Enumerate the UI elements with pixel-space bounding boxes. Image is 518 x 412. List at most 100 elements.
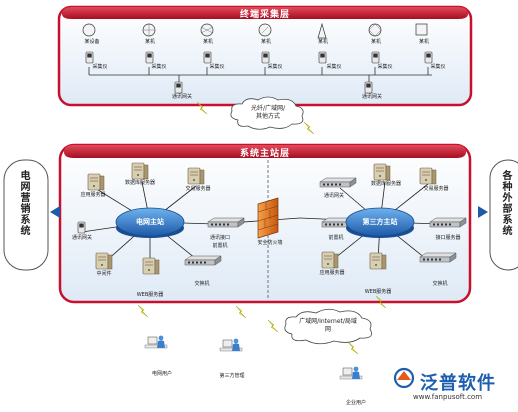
backup-server-icon-right (419, 167, 437, 185)
sensor-label-5: 某机 (317, 39, 329, 45)
collector-icon-6 (371, 51, 380, 64)
gateway-icon-right (319, 177, 357, 188)
top-gateway-label-left: 通讯网关 (171, 94, 193, 100)
grid-hub-disk (115, 207, 185, 237)
collector-icon-1 (85, 51, 94, 64)
link-bolt-icon-left-user (137, 304, 149, 318)
grid-marketing-system-label: 电网营销系统 (18, 170, 29, 236)
firewall-icon (257, 197, 279, 239)
app-server-label-right: 应用服务器 (319, 270, 345, 276)
wan-cloud-bottom-label: 广域网/Internet/局域 网 (299, 318, 357, 334)
sensor-icon-1 (82, 23, 96, 37)
top-gateway-icon-right (364, 81, 373, 94)
switch-label-right: 交换机 (432, 281, 448, 287)
collector-label-7: 采集仪 (430, 64, 446, 70)
collector-icon-2 (145, 51, 154, 64)
wan-cloud-bottom-line2: 网 (324, 325, 331, 333)
grid-marketing-system-box (3, 159, 49, 271)
grid-user-icon (144, 335, 168, 349)
web-server-label-right: WEB服务器 (364, 289, 392, 295)
sensor-label-2: 某机 (144, 39, 156, 45)
collector-label-3: 采集仪 (209, 64, 225, 70)
link-bolt-icon-third-party (235, 305, 247, 319)
web-server-icon-left (142, 257, 160, 275)
link-bolt-icon-cloud (267, 319, 279, 333)
db-server-label-right: 数据库服务器 (370, 181, 402, 187)
sensor-label-4: 某机 (260, 39, 272, 45)
grid-user-label: 电网用户 (151, 371, 173, 377)
top-gateway-label-right: 通讯网关 (361, 94, 383, 100)
interface-server-icon-right (429, 217, 467, 228)
sensor-label-3: 某机 (202, 39, 214, 45)
wan-cloud-top-line2: 其他方式 (255, 112, 281, 120)
collector-label-1: 采集仪 (92, 64, 108, 70)
terminal-layer-title-bar (62, 7, 468, 19)
wan-cloud-top (230, 96, 304, 130)
db-server-label-left: 数据库服务器 (124, 180, 156, 186)
sensor-icon-5 (317, 22, 327, 39)
grid-hub-label: 电网主站 (136, 218, 164, 226)
top-gateway-icon-left (174, 81, 183, 94)
third-party-label: 第三方管理 (219, 373, 245, 379)
sensor-label-1: 某设备 (84, 39, 100, 45)
backup-server-icon-left (187, 167, 205, 185)
db-server-icon-left (131, 162, 149, 180)
third-party-hub-disk (345, 207, 415, 237)
left-arrow-icon (50, 206, 60, 218)
interface-label-left: 通讯接口 (209, 235, 231, 241)
interface-device-label-right: 前置机 (328, 235, 344, 241)
switch-icon-right (419, 252, 457, 263)
collector-bus (88, 67, 432, 83)
link-bolt-icon-enterprise (347, 341, 359, 355)
interface-device-icon-left (207, 217, 245, 228)
interface-sub-label-left: 前置机 (212, 243, 228, 249)
collector-label-6: 采集仪 (377, 64, 393, 70)
third-party-user-icon (219, 338, 243, 352)
sensor-icon-7 (415, 23, 428, 36)
gateway-label-left: 通讯网关 (71, 235, 93, 241)
switch-label-left: 交换机 (194, 281, 210, 287)
enterprise-user-icon (339, 366, 363, 380)
collector-icon-4 (261, 51, 270, 64)
terminal-layer-title: 终端采集层 (239, 10, 291, 20)
enterprise-user-label: 企业用户 (345, 400, 367, 406)
switch-icon-left (184, 255, 222, 266)
sensor-label-7: 某机 (418, 39, 430, 45)
external-systems-label: 各种外部系统 (500, 170, 511, 236)
collector-icon-3 (203, 51, 212, 64)
gateway-label-right: 通讯网关 (323, 193, 345, 199)
brand-logo-icon (393, 367, 415, 389)
wan-cloud-bottom-line1: 广域网/Internet/局域 (299, 318, 357, 325)
collector-label-2: 采集仪 (151, 64, 167, 70)
collector-icon-5 (318, 51, 327, 64)
collector-icon-7 (424, 51, 433, 64)
web-server-label-left: WEB服务器 (136, 292, 164, 298)
firewall-label: 安全防火墙 (257, 240, 283, 246)
middleware-label: 中间件 (96, 271, 112, 277)
external-systems-box (489, 159, 518, 271)
wan-cloud-bottom (284, 308, 373, 345)
app-server-label-left: 应用服务器 (80, 192, 106, 198)
backup-server-label-right: 交易服务器 (423, 186, 449, 192)
web-server-icon-right (369, 252, 387, 270)
wan-cloud-top-label: 光纤/广域网/ 其他方式 (251, 105, 285, 121)
brand-url: www.fanpusoft.com (413, 393, 483, 401)
collector-label-5: 采集仪 (326, 64, 342, 70)
backup-server-label-left: 交易服务器 (185, 186, 211, 192)
third-party-hub-label: 第三方主站 (362, 218, 398, 226)
app-server-icon-left (87, 173, 105, 191)
gateway-icon-left (77, 221, 86, 234)
link-bolt-icon-top-right (303, 121, 315, 135)
db-server-icon-right (373, 163, 391, 181)
brand-name: 泛普软件 (420, 373, 496, 394)
main-station-title: 系统主站层 (239, 149, 291, 159)
middleware-icon (95, 252, 113, 270)
right-arrow-icon (478, 206, 488, 218)
main-station-title-bar (64, 145, 466, 158)
app-server-icon-right (321, 251, 339, 269)
sensor-label-6: 某机 (370, 39, 382, 45)
collector-label-4: 采集仪 (267, 64, 283, 70)
sensor-icon-6 (368, 23, 382, 37)
